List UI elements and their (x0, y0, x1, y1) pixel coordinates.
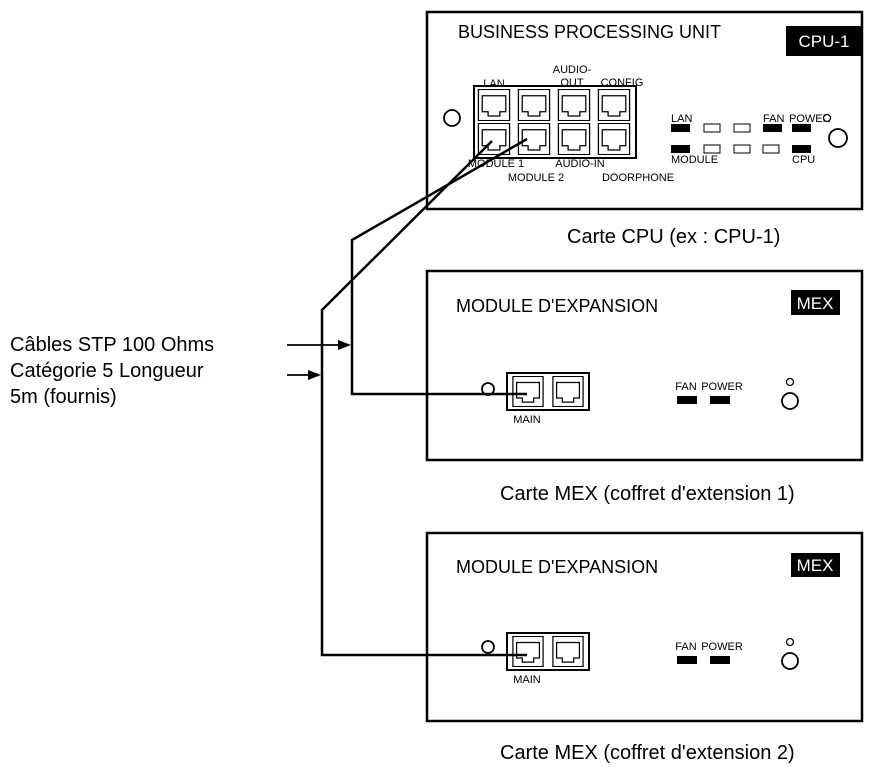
cpu-led-lan (671, 124, 690, 132)
cpu-led (703, 144, 721, 154)
mex1-title: MODULE D'EXPANSION (456, 296, 658, 316)
cpu-board: BUSINESS PROCESSING UNIT CPU-1 LAN AUDIO… (425, 10, 864, 248)
cpu-power-indicator (822, 113, 832, 123)
cpu-led-label-fan: FAN (763, 113, 784, 125)
mex1-port-secondary[interactable] (552, 376, 584, 407)
mex2-port-block (506, 632, 590, 671)
cpu-port-spare[interactable] (597, 89, 631, 121)
mex1-led-label-power: POWER (701, 381, 743, 393)
mex1-power-button[interactable] (781, 392, 799, 410)
mex1-led-label-fan: FAN (675, 381, 696, 393)
mex2-caption: Carte MEX (coffret d'extension 2) (500, 742, 795, 764)
cpu-led-label-cpu: CPU (792, 154, 815, 166)
cable-label: Câbles STP 100 Ohms Catégorie 5 Longueur… (10, 334, 214, 408)
cable-label-line3: 5m (fournis) (10, 386, 117, 408)
cpu-led-label-power: POWER (789, 113, 831, 125)
mex1-badge: MEX (797, 294, 834, 313)
cpu-port-label-module2: MODULE 2 (508, 172, 564, 184)
cpu-port-audio-out[interactable] (517, 89, 551, 121)
cpu-port-label-module1: MODULE 1 (468, 158, 524, 170)
cpu-badge: CPU-1 (798, 32, 849, 51)
mex2-badge: MEX (797, 556, 834, 575)
cables (320, 137, 528, 657)
cpu-led (703, 123, 721, 133)
cpu-led-label-lan: LAN (671, 113, 692, 125)
mex2-led-label-power: POWER (701, 641, 743, 653)
cpu-port-label-audio-out-2: OUT (560, 77, 584, 89)
cpu-led-fan (763, 124, 782, 132)
cpu-title: BUSINESS PROCESSING UNIT (458, 22, 721, 42)
mex1-power-indicator (785, 377, 795, 387)
cable-label-line2: Catégorie 5 Longueur (10, 360, 204, 382)
mex1-badge-box (791, 290, 840, 315)
cpu-port-label-lan: LAN (483, 78, 504, 90)
cpu-led-label-module: MODULE (671, 154, 718, 166)
cpu-badge-box (786, 26, 862, 56)
mex1-port-main[interactable] (512, 376, 544, 407)
mex2-power-indicator (785, 637, 795, 647)
cpu-led-power (792, 124, 811, 132)
mex2-power-button[interactable] (781, 652, 799, 670)
mex1-led-fan (677, 396, 697, 404)
cpu-led-module (671, 145, 690, 153)
cpu-led-cpu (792, 145, 811, 153)
arrows (287, 340, 351, 380)
mex1-board: MODULE D'EXPANSION MEX MAIN FAN POWER Ca… (425, 269, 864, 505)
mex2-title: MODULE D'EXPANSION (456, 557, 658, 577)
cable-module2-to-mex1 (350, 137, 528, 396)
mex2-board: MODULE D'EXPANSION MEX MAIN FAN POWER Ca… (425, 531, 864, 764)
cpu-reset-button[interactable] (443, 109, 461, 127)
cpu-port-label-doorphone: DOORPHONE (602, 172, 674, 184)
mex2-reset-button[interactable] (481, 640, 495, 654)
cable-label-line1: Câbles STP 100 Ohms (10, 334, 214, 356)
mex2-led-label-fan: FAN (675, 641, 696, 653)
cpu-led (762, 144, 780, 154)
mex2-badge-box (791, 553, 840, 577)
mex2-port-main[interactable] (512, 636, 544, 667)
cpu-port-config[interactable] (557, 89, 591, 121)
cpu-port-module2[interactable] (517, 123, 551, 155)
cpu-caption: Carte CPU (ex : CPU-1) (567, 226, 780, 248)
cpu-port-label-audio-out-1: AUDIO- (553, 64, 592, 76)
mex1-led-power (710, 396, 730, 404)
mex2-port-label-main: MAIN (513, 674, 541, 686)
mex2-port-secondary[interactable] (552, 636, 584, 667)
mex1-port-label-main: MAIN (513, 414, 541, 426)
cpu-power-button[interactable] (828, 128, 848, 148)
cpu-port-lan[interactable] (477, 89, 511, 121)
mex1-port-block (506, 372, 590, 411)
arrowhead-cable1 (338, 340, 351, 350)
cpu-led (733, 144, 751, 154)
cpu-led (733, 123, 751, 133)
mex2-led-fan (677, 656, 697, 664)
cable-module1-to-mex2 (320, 140, 527, 657)
mex2-led-power (710, 656, 730, 664)
cpu-port-label-audio-in: AUDIO-IN (555, 158, 605, 170)
arrowhead-cable2 (308, 370, 321, 380)
mex1-caption: Carte MEX (coffret d'extension 1) (500, 483, 795, 505)
cpu-port-audio-in[interactable] (557, 123, 591, 155)
cpu-port-block (473, 85, 637, 159)
cpu-port-doorphone[interactable] (597, 123, 631, 155)
